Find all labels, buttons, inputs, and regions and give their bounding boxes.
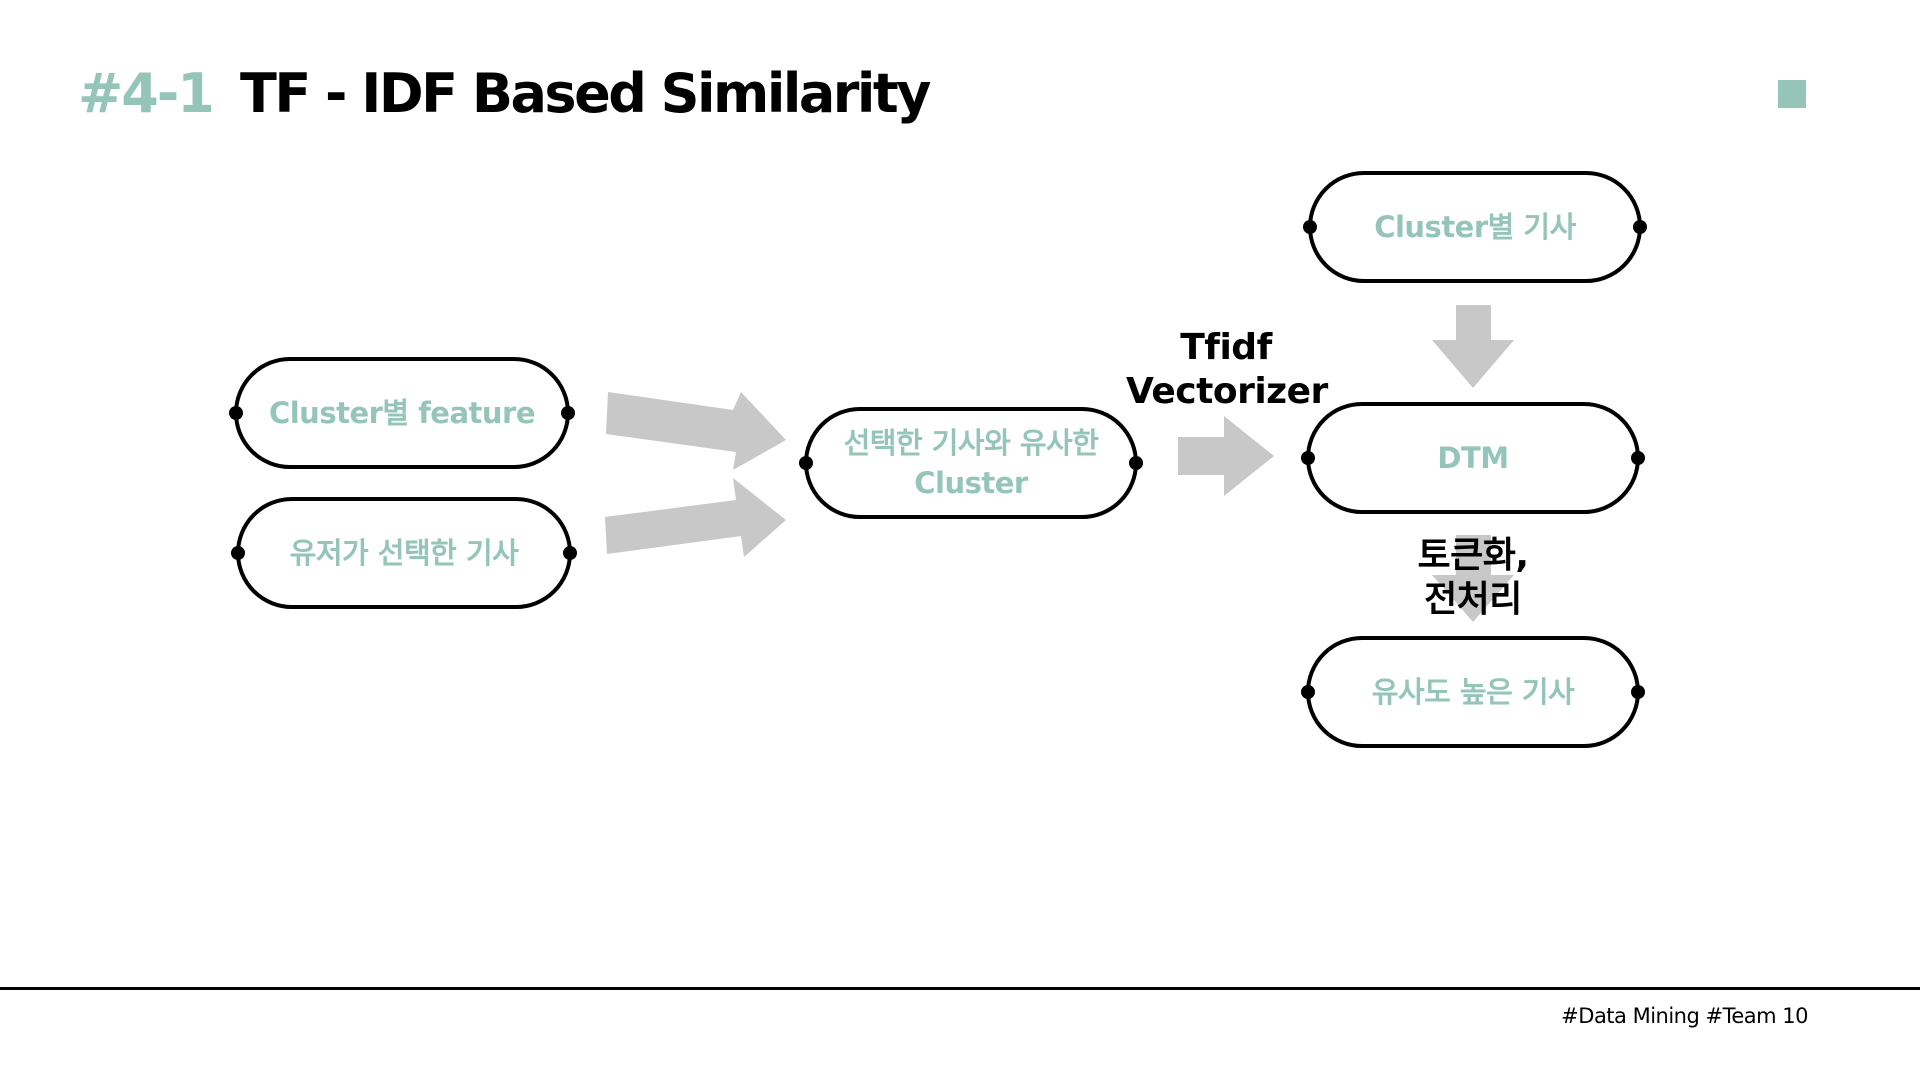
node-label: 유사도 높은 기사: [1371, 675, 1575, 709]
connector-dot: [1631, 451, 1645, 465]
connector-dot: [1301, 451, 1315, 465]
connector-dot: [1633, 220, 1647, 234]
connector-dot: [561, 406, 575, 420]
node-label: Cluster별 feature: [268, 396, 536, 430]
edge-label-tfidf-vectorizer: Tfidf Vectorizer: [1126, 326, 1328, 414]
page-title: TF - IDF Based Similarity: [240, 62, 931, 125]
node-label: 유저가 선택한 기사: [289, 536, 519, 570]
node-label-line: Cluster: [914, 466, 1028, 500]
arrow-dtm-to-similar-articles: [1432, 535, 1514, 622]
edge-label-line: Tfidf: [1180, 327, 1272, 368]
node-label: Cluster별 기사: [1374, 210, 1576, 244]
edge-label-line: 전처리: [1424, 579, 1522, 620]
edge-label-line: Vectorizer: [1126, 371, 1328, 412]
arrow-cluster-articles-to-dtm: [1432, 305, 1514, 388]
arrow-cluster-feature-to-similar-cluster: [606, 392, 786, 470]
node-dtm: DTM: [1301, 402, 1645, 514]
connector-dot: [1301, 685, 1315, 699]
node-cluster-feature: Cluster별 feature: [229, 357, 575, 469]
footer-tags: #Data Mining #Team 10: [1561, 1004, 1808, 1028]
node-similar-cluster: 선택한 기사와 유사한 Cluster: [799, 407, 1143, 519]
connector-dot: [231, 546, 245, 560]
arrow-user-article-to-similar-cluster: [605, 478, 786, 557]
connector-dot: [229, 406, 243, 420]
node-label: DTM: [1437, 441, 1509, 475]
connector-dot: [1129, 456, 1143, 470]
node-user-selected-article: 유저가 선택한 기사: [231, 497, 577, 609]
node-similar-articles: 유사도 높은 기사: [1301, 636, 1645, 748]
arrow-similar-cluster-to-dtm: [1178, 416, 1274, 496]
section-number: #4-1: [78, 62, 215, 125]
footer-divider: [0, 987, 1920, 990]
edge-label-tokenize-preprocess: 토큰화, 전처리: [1373, 534, 1573, 622]
node-cluster-articles: Cluster별 기사: [1303, 171, 1647, 283]
node-label: 선택한 기사와 유사한 Cluster: [844, 423, 1099, 503]
connector-dot: [1631, 685, 1645, 699]
connector-dot: [799, 456, 813, 470]
connector-dot: [1303, 220, 1317, 234]
edge-label-line: 토큰화,: [1417, 535, 1529, 576]
node-label-line: 선택한 기사와 유사한: [843, 426, 1099, 460]
connector-dot: [563, 546, 577, 560]
corner-square-marker: [1778, 80, 1806, 108]
